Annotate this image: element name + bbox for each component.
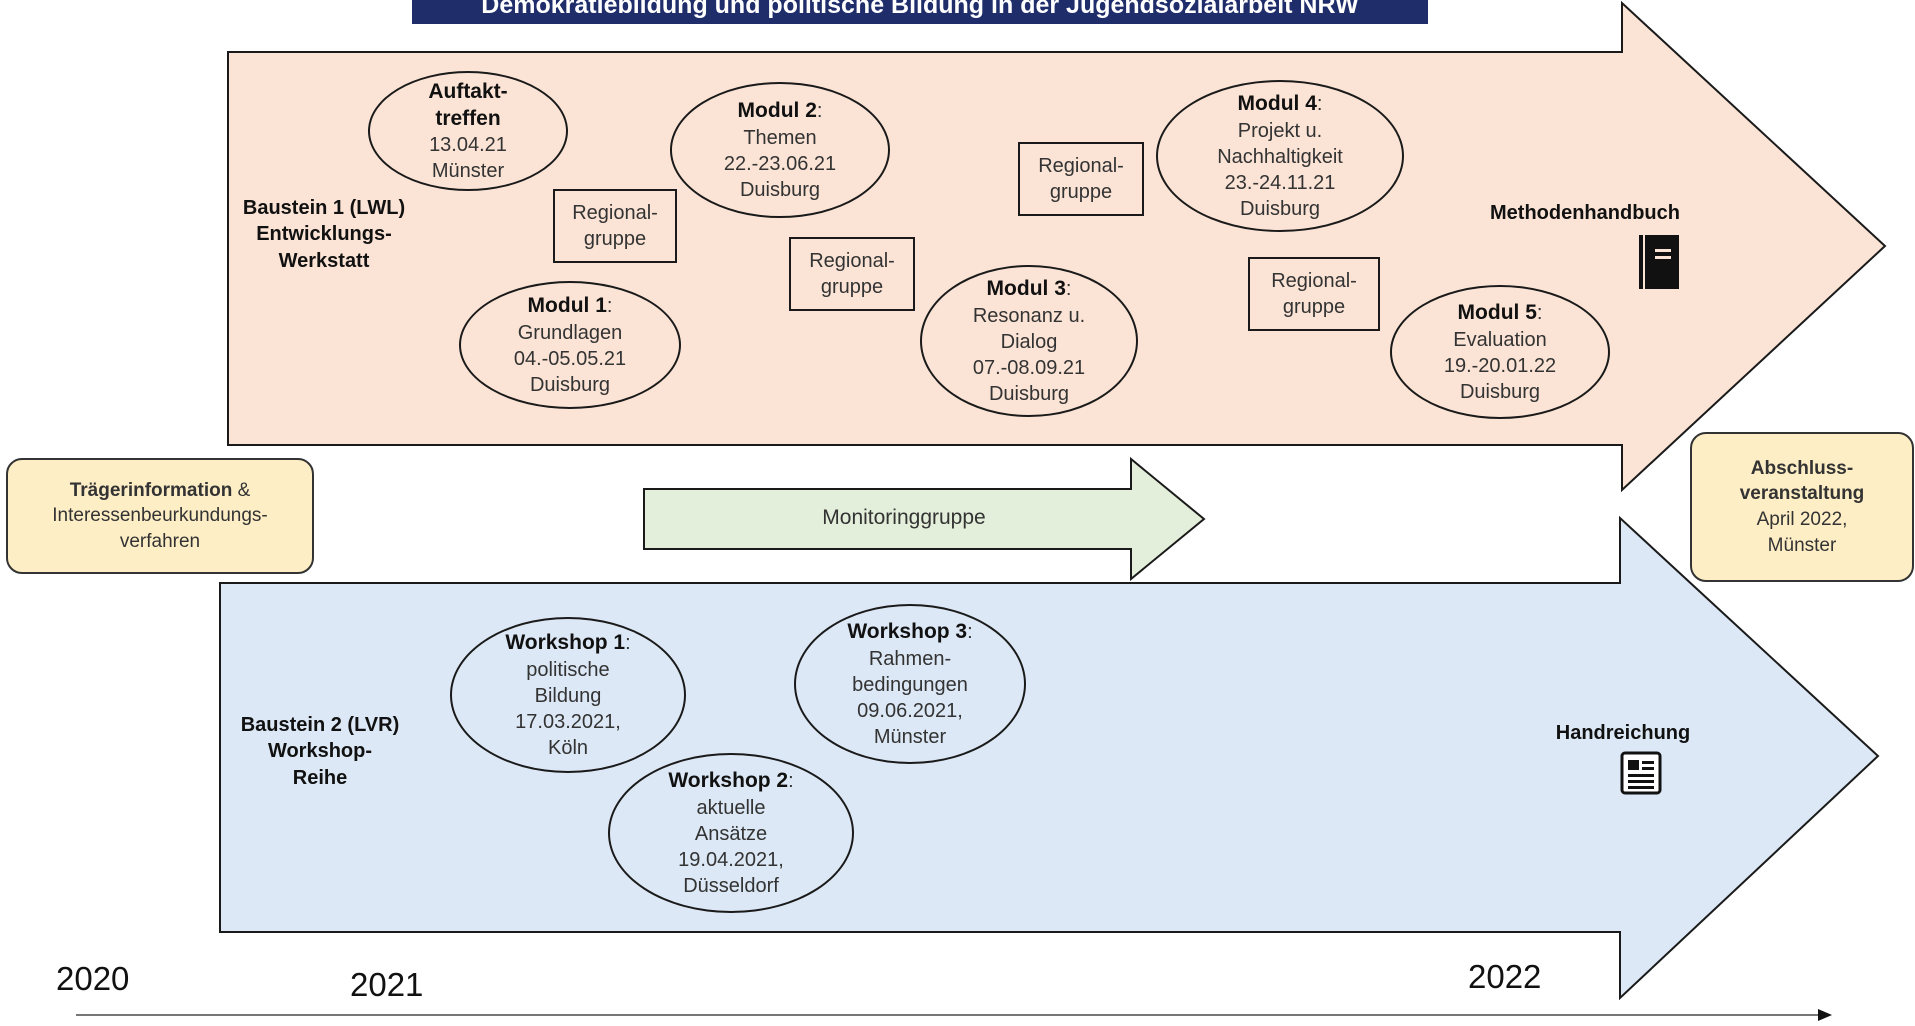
baustein2-label-line2: Workshop-	[267, 740, 373, 763]
modul4-oval: Modul 4: Projekt u. Nachhaltigkeit 23.-2…	[1156, 80, 1404, 232]
traeger-ampersand: &	[232, 479, 251, 501]
workshop3-title: Workshop 3	[847, 620, 968, 644]
methodenhandbuch-label: Methodenhandbuch	[1490, 202, 1680, 224]
handreichung-label: Handreichung	[1555, 722, 1691, 744]
timeline-year-2022: 2022	[1468, 958, 1542, 995]
modul3-place: Duisburg	[988, 382, 1070, 405]
modul3-date: 07.-08.09.21	[972, 356, 1086, 379]
regional-group-2-line2: gruppe	[820, 276, 884, 298]
modul5-topic: Evaluation	[1453, 328, 1547, 351]
workshop3-date: 09.06.2021,	[857, 699, 963, 722]
modul2-topic: Themen	[743, 126, 817, 149]
traeger-line3: verfahren	[119, 530, 201, 552]
modul1-place: Duisburg	[529, 373, 611, 396]
modul4-topic-line2: Nachhaltigkeit	[1217, 145, 1343, 168]
modul1-oval: Modul 1: Grundlagen 04.-05.05.21 Duisbur…	[459, 281, 681, 409]
kickoff-title-line1: Auftakt-	[428, 79, 508, 103]
traegerinformation-box: Trägerinformation & Interessenbeurkundun…	[6, 458, 314, 574]
workshop2-place: Düsseldorf	[683, 874, 779, 897]
regional-group-4-line1: Regional-	[1271, 270, 1357, 292]
regional-group-3: Regional- gruppe	[1018, 142, 1144, 216]
timeline-arrowhead	[1818, 1009, 1832, 1021]
regional-group-1: Regional- gruppe	[553, 189, 677, 263]
regional-group-1-line1: Regional-	[572, 202, 658, 224]
workshop1-topic-line2: Bildung	[534, 684, 602, 707]
modul5-oval: Modul 5: Evaluation 19.-20.01.22 Duisbur…	[1390, 285, 1610, 419]
modul3-topic-line1: Resonanz u.	[972, 304, 1086, 327]
regional-group-2: Regional- gruppe	[789, 237, 915, 311]
traeger-title: Trägerinformation	[69, 479, 233, 501]
abschluss-line3: April 2022,	[1756, 509, 1848, 530]
monitoring-arrow	[643, 456, 1206, 582]
workshop3-topic-line2: bedingungen	[852, 673, 968, 696]
kickoff-title-line2: treffen	[435, 107, 501, 130]
modul1-title: Modul 1	[527, 294, 607, 318]
modul4-place: Duisburg	[1239, 197, 1321, 220]
kickoff-date: 13.04.21	[429, 134, 507, 157]
monitoring-label: Monitoringgruppe	[822, 506, 986, 529]
regional-group-2-line1: Regional-	[809, 250, 895, 272]
regional-group-4: Regional- gruppe	[1248, 257, 1380, 331]
workshop2-date: 19.04.2021,	[678, 848, 784, 871]
document-icon	[1620, 751, 1662, 795]
modul1-topic: Grundlagen	[517, 321, 623, 344]
timeline-year-2020: 2020	[56, 960, 130, 997]
kickoff-oval: Auftakt- treffen 13.04.21 Münster	[368, 71, 568, 191]
modul5-title: Modul 5	[1457, 301, 1537, 325]
modul3-oval: Modul 3: Resonanz u. Dialog 07.-08.09.21…	[920, 265, 1138, 417]
baustein1-label: Baustein 1 (LWL) Entwicklungs- Werkstatt	[226, 195, 422, 274]
abschluss-box: Abschluss- veranstaltung April 2022, Mün…	[1690, 432, 1914, 582]
baustein2-label-line1: Baustein 2 (LVR)	[240, 714, 400, 736]
workshop2-topic-line1: aktuelle	[696, 796, 766, 819]
workshop3-topic-line1: Rahmen-	[868, 647, 952, 670]
modul4-topic-line1: Projekt u.	[1237, 119, 1323, 142]
workshop1-date: 17.03.2021,	[515, 710, 621, 733]
modul3-topic-line2: Dialog	[1000, 330, 1058, 353]
workshop1-title: Workshop 1	[505, 631, 626, 655]
workshop2-oval: Workshop 2: aktuelle Ansätze 19.04.2021,…	[608, 753, 854, 913]
workshop2-topic-line2: Ansätze	[694, 822, 768, 845]
modul4-date: 23.-24.11.21	[1224, 171, 1336, 194]
baustein1-label-line1: Baustein 1 (LWL)	[242, 197, 406, 219]
modul2-place: Duisburg	[739, 178, 821, 201]
page-title: Demokratiebildung und politische Bildung…	[412, 0, 1428, 24]
traeger-line2: Interessenbeurkundungs-	[52, 505, 268, 527]
timeline-year-2021: 2021	[350, 966, 424, 1003]
workshop2-title: Workshop 2	[668, 769, 789, 793]
baustein2-label-line3: Reihe	[292, 766, 348, 789]
regional-group-1-line2: gruppe	[583, 228, 647, 250]
baustein1-label-line2: Entwicklungs-	[256, 223, 392, 246]
workshop1-topic-line1: politische	[526, 658, 610, 681]
abschluss-line4: Münster	[1767, 534, 1837, 556]
regional-group-3-line1: Regional-	[1038, 155, 1124, 177]
kickoff-place: Münster	[431, 160, 505, 183]
modul2-title: Modul 2	[737, 99, 817, 123]
abschluss-line2: veranstaltung	[1739, 483, 1865, 505]
abschluss-line1: Abschluss-	[1750, 457, 1854, 479]
workshop1-oval: Workshop 1: politische Bildung 17.03.202…	[450, 617, 686, 773]
modul1-date: 04.-05.05.21	[513, 347, 627, 370]
workshop1-place: Köln	[547, 736, 589, 759]
regional-group-3-line2: gruppe	[1049, 181, 1113, 203]
regional-group-4-line2: gruppe	[1282, 296, 1346, 318]
modul2-date: 22.-23.06.21	[723, 152, 837, 175]
book-icon	[1639, 235, 1679, 289]
baustein2-label: Baustein 2 (LVR) Workshop- Reihe	[222, 712, 418, 791]
modul4-title: Modul 4	[1237, 92, 1317, 116]
baustein1-label-line3: Werkstatt	[278, 249, 370, 272]
modul5-date: 19.-20.01.22	[1443, 354, 1557, 377]
workshop3-place: Münster	[873, 725, 947, 748]
modul2-oval: Modul 2: Themen 22.-23.06.21 Duisburg	[670, 82, 890, 218]
workshop3-oval: Workshop 3: Rahmen- bedingungen 09.06.20…	[794, 604, 1026, 764]
modul3-title: Modul 3	[986, 277, 1066, 301]
modul5-place: Duisburg	[1459, 380, 1541, 403]
